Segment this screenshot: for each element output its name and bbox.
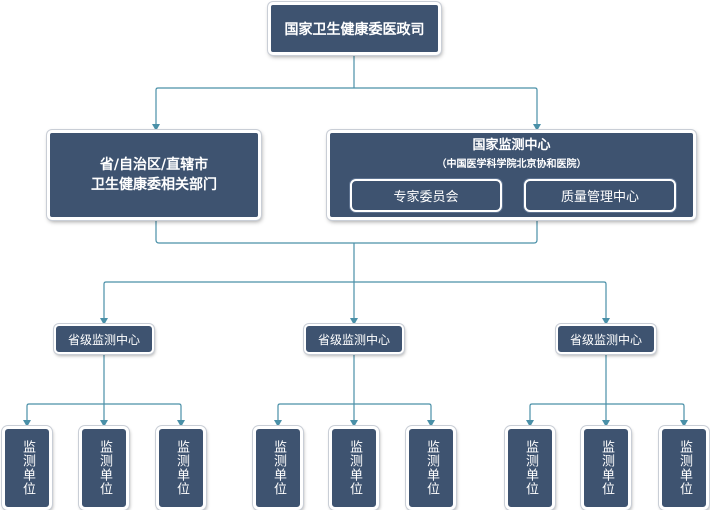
quality-center-label: 质量管理中心: [560, 190, 639, 205]
monitoring-unit: 监测单位: [581, 426, 631, 510]
provincial-center-label: 省级监测中心: [67, 332, 140, 347]
connector-prov3-units: [529, 355, 685, 424]
monitoring-unit-label: 监测单位: [347, 440, 362, 496]
monitoring-unit: 监测单位: [505, 426, 555, 510]
provincial-center-1: 省级监测中心: [54, 324, 154, 354]
expert-committee-box: 专家委员会: [350, 179, 502, 212]
provincial-dept-line2: 卫生健康委相关部门: [91, 177, 217, 193]
national-center-title: 国家监测中心: [472, 138, 551, 153]
monitoring-unit: 监测单位: [329, 426, 379, 510]
monitoring-unit-label: 监测单位: [97, 440, 112, 496]
monitoring-unit-label: 监测单位: [599, 440, 614, 496]
national-center-subtitle: （中国医学科学院北京协和医院）: [436, 159, 587, 170]
provincial-center-3: 省级监测中心: [556, 324, 656, 354]
national-monitoring-center-node: 国家监测中心 （中国医学科学院北京协和医院） 专家委员会 质量管理中心: [327, 130, 696, 220]
monitoring-unit-label: 监测单位: [523, 440, 538, 496]
connector-prov2-units: [277, 355, 432, 424]
connector-top-to-second: [155, 56, 538, 128]
monitoring-unit-label: 监测单位: [174, 440, 189, 496]
monitoring-unit: 监测单位: [659, 426, 709, 510]
monitoring-unit: 监测单位: [156, 426, 206, 510]
monitoring-unit: 监测单位: [79, 426, 129, 510]
provincial-center-2: 省级监测中心: [304, 324, 404, 354]
monitoring-unit-label: 监测单位: [424, 440, 439, 496]
connector-prov1-units: [26, 355, 182, 424]
top-node-label: 国家卫生健康委医政司: [284, 21, 425, 38]
top-node-medical-admin: 国家卫生健康委医政司: [268, 2, 441, 55]
connector-to-provincial: [103, 280, 607, 322]
quality-center-box: 质量管理中心: [524, 179, 676, 212]
expert-committee-label: 专家委员会: [393, 190, 459, 205]
monitoring-unit: 监测单位: [253, 426, 303, 510]
monitoring-unit-label: 监测单位: [271, 440, 286, 496]
provincial-dept-line1: 省/自治区/直辖市: [99, 157, 209, 173]
monitoring-unit: 监测单位: [2, 426, 52, 510]
monitoring-unit-label: 监测单位: [677, 440, 692, 496]
monitoring-unit: 监测单位: [406, 426, 456, 510]
provincial-center-label: 省级监测中心: [317, 332, 390, 347]
provincial-center-label: 省级监测中心: [569, 332, 642, 347]
arrowheads: [23, 124, 688, 427]
provincial-health-dept-node: 省/自治区/直辖市 卫生健康委相关部门: [47, 130, 261, 220]
connector-second-merge: [155, 221, 538, 280]
monitoring-unit-label: 监测单位: [20, 440, 35, 496]
